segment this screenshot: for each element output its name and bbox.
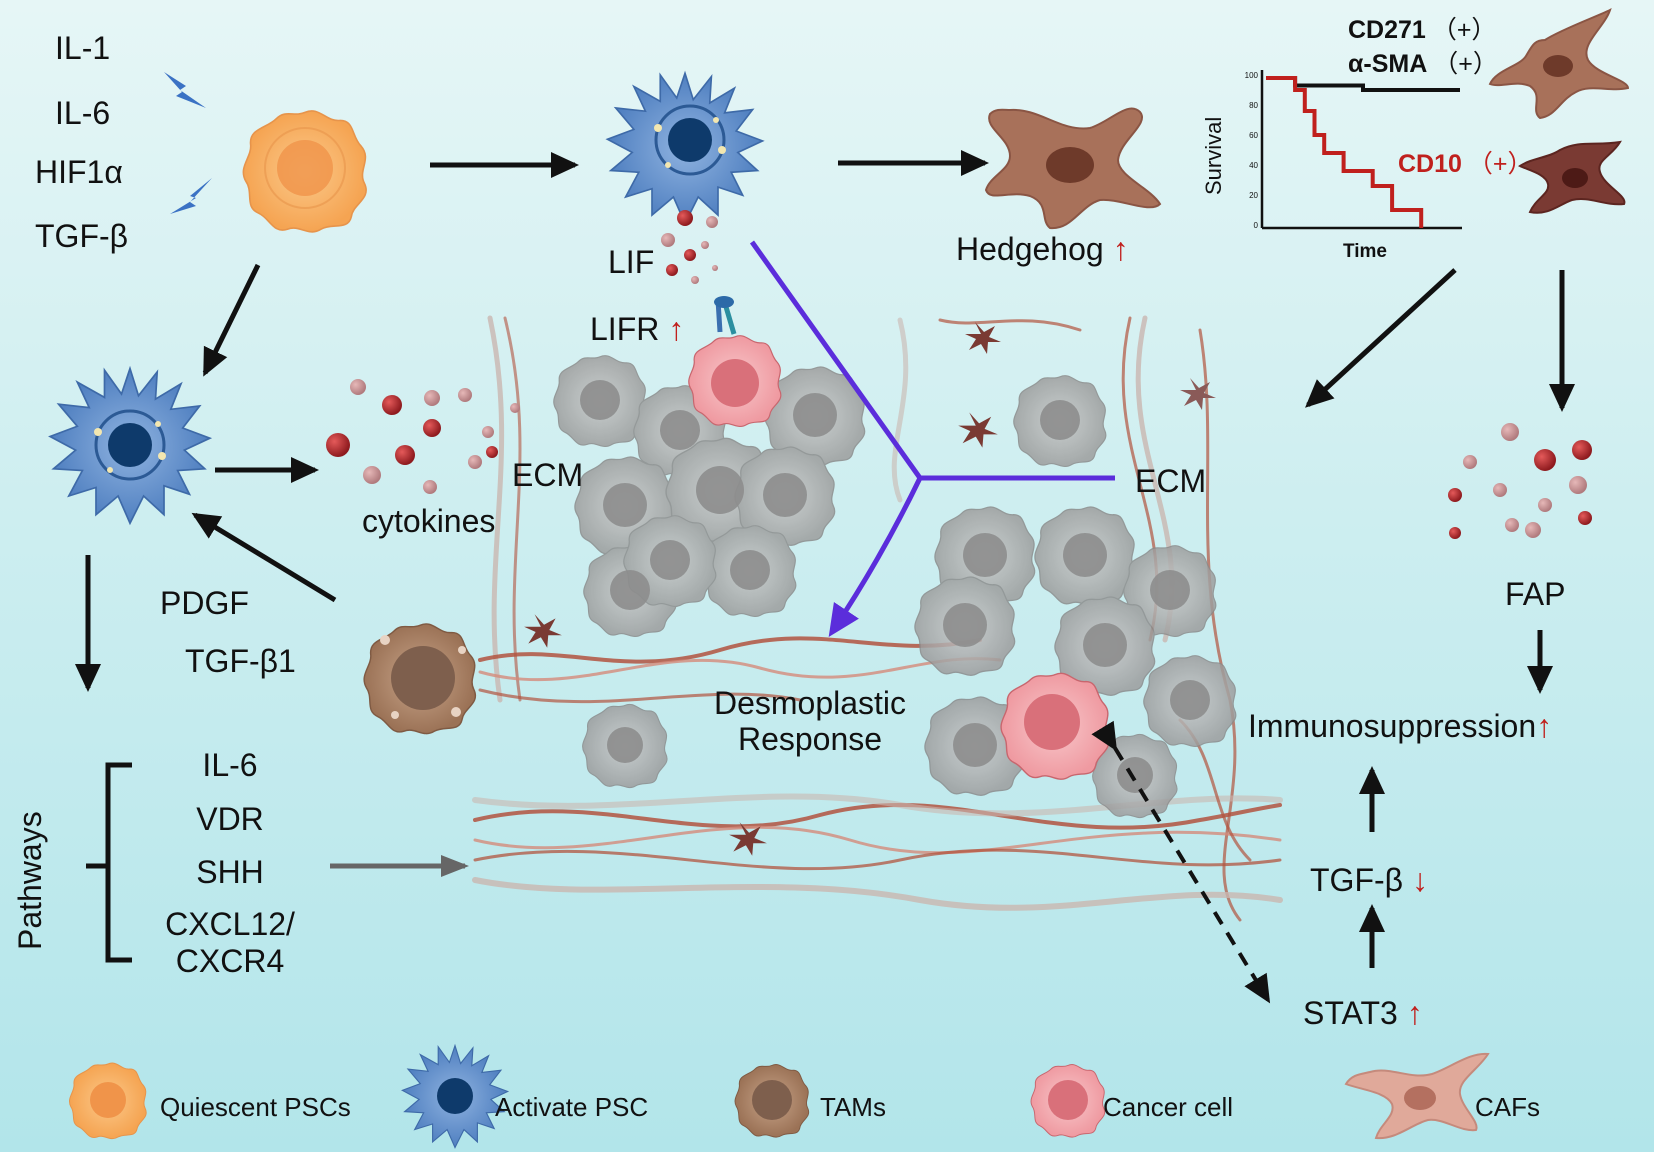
survival-curves [1266,76,1460,228]
stimulus-il1: IL-1 [55,30,111,66]
legend-icon-tam [734,1064,810,1138]
legend-activated-label: Activate PSC [495,1092,649,1122]
up-arrow-icon: ↑ [1536,708,1553,744]
ecm-label-left: ECM [512,457,584,493]
marker-cd10: CD10（+） [1398,152,1533,177]
pathways-title: Pathways [12,811,48,950]
stimulus-tgfb: TGF-β [35,218,129,254]
cd10-text: CD10 [1398,150,1462,178]
asma-text: α-SMA [1348,50,1428,78]
tgfb1-label: TGF-β1 [185,643,296,679]
lightning-icons [164,72,212,214]
ecm-label-right: ECM [1135,463,1207,499]
hedgehog-label: Hedgehog ↑ [956,233,1129,265]
legend-icon-activated [401,1045,509,1149]
up-arrow-icon: ↑ [659,311,685,347]
hedgehog-text: Hedgehog [956,231,1104,267]
pathways-bracket [86,762,132,963]
legend-icon-quiescent [68,1062,147,1140]
legend-quiescent-label: Quiescent PSCs [160,1092,351,1122]
quiescent-psc-cell [242,110,367,233]
cancer-cell-top [688,335,782,428]
ytick: 80 [1249,101,1258,110]
ytick: 60 [1249,131,1258,140]
legend-tam-label: TAMs [820,1092,886,1122]
tgfb-down-text: TGF-β [1310,862,1404,898]
activated-psc-cell-top [606,72,764,225]
pathway-shh: SHH [196,854,264,890]
marker-cd271: CD271（+） [1348,18,1496,43]
immunosuppression-label: Immunosuppression↑ [1248,710,1552,742]
survival-plot [1260,70,1462,230]
stat3-text: STAT3 [1303,995,1398,1031]
pdgf-label: PDGF [160,585,249,621]
asma-sign: （+） [1433,50,1498,78]
legend-cancer-label: Cancer cell [1103,1092,1234,1122]
tam-cell [363,623,477,735]
ytick: 40 [1249,161,1258,170]
fap-label: FAP [1505,576,1566,612]
pathway-vdr: VDR [196,801,264,837]
ytick: 0 [1253,221,1258,230]
stat3-label: STAT3 ↑ [1303,997,1423,1029]
cd271-text: CD271 [1348,16,1426,44]
lifr-text: LIFR [590,311,660,347]
flow-arrows [75,150,1575,968]
ecm-purple-connector [749,240,1115,637]
cd10-sign: （+） [1467,150,1533,178]
lif-label: LIF [608,244,655,280]
ytick: 20 [1249,191,1258,200]
caf-cd10-cell [1518,140,1626,214]
pathway-il6: IL-6 [202,747,258,783]
pathway-cxcl12-cxcr4: CXCL12/ CXCR4 [165,906,295,979]
up-arrow-icon: ↑ [1397,995,1423,1031]
lifr-label: LIFR ↑ [590,313,684,345]
legend-icon-caf [1344,1052,1490,1140]
activated-psc-cell-left [49,367,211,525]
survival-curve-1 [1266,76,1424,228]
stat3-dashed-arrow [1091,720,1271,1004]
hedgehog-caf-cell [984,107,1162,230]
cytokine-particles [326,379,520,494]
cd271-sign: （+） [1431,16,1497,44]
tumor-microenvironment [472,296,1283,922]
caf-cd271-cell [1488,8,1630,120]
up-arrow-icon: ↑ [1103,231,1129,267]
cytokines-label: cytokines [362,503,496,539]
cancer-cell-bottom [1000,672,1110,780]
desmoplastic-label: Desmoplastic Response [713,685,907,757]
stimulus-il6: IL-6 [55,95,111,131]
survival-yticks: 100 80 60 40 20 0 [1240,72,1258,230]
stimulus-hif1a: HIF1α [35,154,123,190]
marker-asma: α-SMA（+） [1348,52,1498,77]
tgfb-down-label: TGF-β ↓ [1310,864,1428,896]
legend-icon-cancer [1030,1064,1106,1138]
legend-caf-label: CAFs [1475,1092,1540,1122]
lif-cytokines [661,210,718,284]
survival-ylabel: Survival [1201,116,1226,195]
fap-particles [1448,423,1592,539]
ytick: 100 [1244,71,1258,80]
survival-xlabel: Time [1343,241,1388,262]
immunosuppression-text: Immunosuppression [1248,708,1537,744]
legend-icons [68,1045,1490,1149]
lifr-receptor-icon [714,296,737,335]
down-arrow-icon: ↓ [1403,862,1428,898]
